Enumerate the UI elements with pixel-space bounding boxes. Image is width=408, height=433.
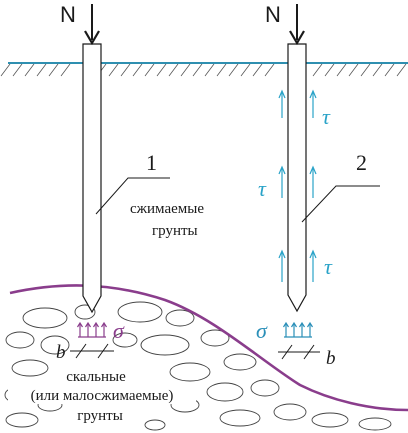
pile-1-tip-stress-arrows [76,321,108,338]
compressible-soil-label-line1: сжимаемые [130,201,204,217]
pile-2: N τ τ τ 2 σ b [256,2,380,369]
hatch-stroke [48,63,59,77]
pile-2-number: 2 [356,150,367,175]
pebble [144,419,166,431]
hatch-stroke [396,63,407,77]
pebble [11,359,49,377]
pebble [250,379,280,397]
hatch-stroke [132,63,143,77]
hatch-stroke [312,63,323,77]
hatch-stroke [264,63,275,77]
pebble [169,362,211,382]
pile-2-width-dimension [278,344,320,360]
pile-1-load-label: N [60,2,76,27]
pebble [140,334,190,356]
hatch-stroke [168,63,179,77]
pebble [219,409,261,427]
pebble [223,353,257,371]
hatch-stroke [216,63,227,77]
hatch-stroke [228,63,239,77]
rock-label-line1: скальные [66,369,126,385]
pebble [5,331,35,349]
pile-2-tip-stress-arrows [282,321,314,338]
pile-2-tau-label-top: τ [322,104,331,129]
hatch-stroke [192,63,203,77]
pebble [5,412,39,428]
hatch-stroke [360,63,371,77]
hatch-stroke [156,63,167,77]
pebble [165,309,195,327]
pile-1-load-arrowhead [84,30,100,46]
hatch-stroke [24,63,35,77]
pile-1-width-dimension [70,343,114,359]
pile-2-load-arrowhead [289,30,305,46]
hatch-stroke [36,63,47,77]
pile-2-load-label: N [265,2,281,27]
pile-1-leader-line [95,177,170,215]
hatch-stroke [108,63,119,77]
rock-label-line2: (или малосжимаемые) [31,388,174,404]
pebble [112,332,138,348]
rock-label: скальные (или малосжимаемые) грунты [8,368,196,424]
rock-boundary-curve [9,284,408,412]
pebble [206,382,244,402]
pebble [358,417,392,431]
hatch-stroke [204,63,215,77]
pebble [117,301,163,323]
pebble [200,329,230,347]
ground-hatching [0,63,407,77]
pile-2-width-label: b [326,348,336,369]
hatch-stroke [180,63,191,77]
hatch-stroke [120,63,131,77]
hatch-stroke [336,63,347,77]
hatch-stroke [384,63,395,77]
hatch-stroke [372,63,383,77]
hatch-stroke [60,63,71,77]
pebble [273,403,307,421]
pile-1-body [82,43,102,314]
pile-1-number: 1 [146,150,157,175]
pile-2-body [287,43,307,313]
hatch-stroke [252,63,263,77]
compressible-soil-label-line2: грунты [152,223,198,239]
pile-2-tau-label-middle: τ [258,176,267,201]
pebble [311,412,349,428]
rock-label-line3: грунты [77,408,123,424]
pile-1-sigma-label: σ [113,318,125,343]
pile-1-width-label: b [56,342,66,363]
hatch-stroke [240,63,251,77]
hatch-stroke [0,63,11,77]
pile-2-tau-label-bottom: τ [324,254,333,279]
pile-2-leader-line [301,185,380,223]
hatch-stroke [12,63,23,77]
pebble [40,335,70,355]
pile-2-friction-arrows [278,89,317,282]
pile-1: N 1 сжимаемые грунты σ b [56,2,204,363]
hatch-stroke [144,63,155,77]
hatch-stroke [324,63,335,77]
hatch-stroke [348,63,359,77]
pile-2-sigma-label: σ [256,318,268,343]
pebble [22,307,68,329]
